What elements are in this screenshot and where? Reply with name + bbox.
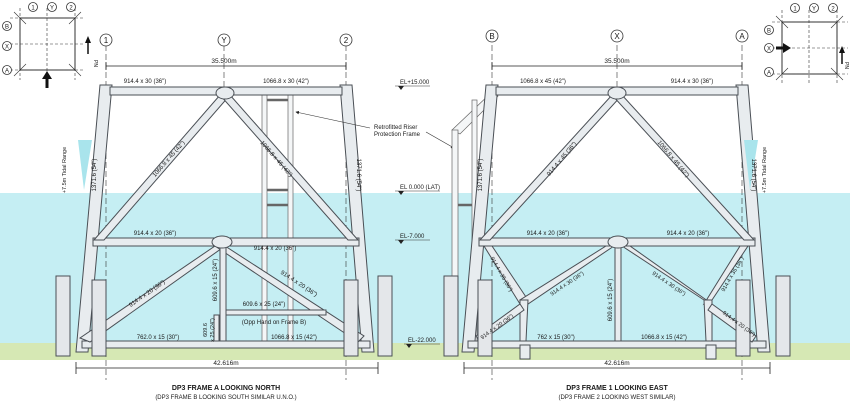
frame-a-top-width: 35.500m xyxy=(211,58,236,65)
label-top-left: 914.4 x 30 (36") xyxy=(124,79,167,85)
frame-1-pile-2 xyxy=(477,279,493,357)
label-leg-right: 1371.6 (54") xyxy=(355,159,361,192)
key-right-north-label: PN xyxy=(843,62,849,69)
frame-1-tidal-range: +7.5m Tidal Range xyxy=(762,147,768,193)
frame-a-pile-3 xyxy=(343,279,359,357)
view-direction-arrow-icon xyxy=(783,43,791,53)
label-opp-hand: (Opp Hand on Frame B) xyxy=(242,320,306,326)
label-mid-left: 914.4 x 20 (36") xyxy=(527,231,570,237)
label-diag-upper-right: 1066.8 x 45 (42") xyxy=(656,140,690,179)
elevation-mid: EL-7.000 xyxy=(400,234,425,240)
label-top-left: 1066.8 x 45 (42") xyxy=(520,79,566,85)
frame-a-elevation: 1 Y 2 35.500m xyxy=(55,33,393,401)
key-right-grid-2: 2 xyxy=(831,7,835,13)
key-left-grid-a: A xyxy=(5,69,9,75)
frame-1-bottom-horizontal xyxy=(467,340,767,349)
key-left-north-label: PN xyxy=(92,60,98,67)
elevation-bottom: EL-22.000 xyxy=(408,338,436,344)
frame-1-top-width: 35.500m xyxy=(604,58,629,65)
key-left-grid-2: 2 xyxy=(69,6,73,12)
frame-a-leg-right xyxy=(339,84,375,353)
frame-a-vertical-member xyxy=(219,245,227,342)
grid-bubble-2: 2 xyxy=(344,36,349,45)
label-horiz-small: 609.6 x 25 (24") xyxy=(243,302,286,308)
label-diag-upper-left: 1066.8 x 45 (42") xyxy=(152,140,187,179)
north-arrow-icon xyxy=(839,46,845,53)
frame-a-pile-1 xyxy=(55,275,71,357)
frame-a-bottom-horizontal xyxy=(81,340,371,349)
key-left-grid-1: 1 xyxy=(31,6,35,12)
frame-a-leg-left xyxy=(75,84,113,353)
key-plan-left: 1 Y 2 B X A PN xyxy=(2,2,98,88)
frame-a-subtitle: (DP3 FRAME B LOOKING SOUTH SIMILAR U.N.O… xyxy=(155,395,296,401)
label-vert-small: 609.6x 25 (24") xyxy=(203,318,216,342)
label-vert-mid: 609.6 x 15 (24") xyxy=(608,279,614,322)
frame-1-bottom-width: 42.616m xyxy=(604,360,629,367)
frame-1-pile-1 xyxy=(443,275,459,357)
frame-1-subtitle: (DP3 FRAME 2 LOOKING WEST SIMILAR) xyxy=(559,395,676,401)
label-leg-right: 1371.6 (54") xyxy=(750,159,756,192)
north-arrow-icon xyxy=(85,36,91,43)
label-bot-right: 1066.8 x 15 (42") xyxy=(271,335,317,341)
elevation-lat: EL 0.000 (LAT) xyxy=(400,185,440,191)
frame-1-leg-left xyxy=(461,84,499,353)
label-leg-left: 1371.6 (54") xyxy=(478,159,484,192)
label-mid-right: 914.4 x 20 (36") xyxy=(667,231,710,237)
label-mid-right: 914.4 x 20 (36") xyxy=(254,246,297,252)
frame-a-pile-4 xyxy=(377,275,393,357)
key-left-grid-b: B xyxy=(5,25,9,31)
elevation-top: EL+15.000 xyxy=(400,80,430,86)
grid-bubble-b: B xyxy=(489,32,494,41)
label-top-right: 914.4 x 30 (36") xyxy=(671,79,714,85)
frame-1-leg-right xyxy=(735,84,771,353)
key-left-grid-y: Y xyxy=(50,6,54,12)
key-plan-right: 1 Y 2 B X A PN xyxy=(764,3,849,84)
key-right-grid-y: Y xyxy=(812,7,816,13)
frame-a-title: DP3 FRAME A LOOKING NORTH xyxy=(172,385,280,392)
label-bot-left: 762.0 x 15 (30") xyxy=(137,335,180,341)
grid-bubble-a: A xyxy=(739,32,745,41)
label-vert-mid: 609.6 x 15 (24") xyxy=(213,259,219,302)
key-right-grid-a: A xyxy=(767,71,771,77)
label-bot-right: 1066.8 x 15 (42") xyxy=(641,335,687,341)
grid-bubble-y: Y xyxy=(221,36,227,45)
frame-1-vertical-member xyxy=(614,245,622,342)
key-left-grid-x: X xyxy=(5,45,9,51)
frame-a-tidal-range: +7.5m Tidal Range xyxy=(62,147,68,193)
label-top-right: 1066.8 x 30 (42") xyxy=(263,79,309,85)
view-direction-arrow-icon xyxy=(42,71,52,79)
frame-a-bottom-width: 42.616m xyxy=(213,360,238,367)
grid-bubble-x: X xyxy=(614,32,620,41)
key-right-grid-b: B xyxy=(767,29,771,35)
key-right-grid-1: 1 xyxy=(793,7,797,13)
grid-bubble-1: 1 xyxy=(104,36,109,45)
frame-a-small-horizontal xyxy=(225,309,327,316)
frame-1-title: DP3 FRAME 1 LOOKING EAST xyxy=(566,385,668,392)
frame-1-pile-3 xyxy=(735,279,751,357)
label-leg-left: 1371.6 (54") xyxy=(92,159,98,192)
elevation-markers: EL+15.000 EL 0.000 (LAT) EL-7.000 EL-22.… xyxy=(295,80,455,348)
frame-1-pile-4 xyxy=(775,275,791,357)
label-bot-mid: 762 x 15 (30") xyxy=(537,335,575,341)
label-mid-left: 914.4 x 20 (36") xyxy=(134,231,177,237)
key-right-grid-x: X xyxy=(767,47,771,53)
frame-a-small-vertical xyxy=(213,314,220,342)
frame-a-pile-2 xyxy=(91,279,107,357)
label-diag-upper-left: 914.4 x 45 (36") xyxy=(546,141,578,177)
